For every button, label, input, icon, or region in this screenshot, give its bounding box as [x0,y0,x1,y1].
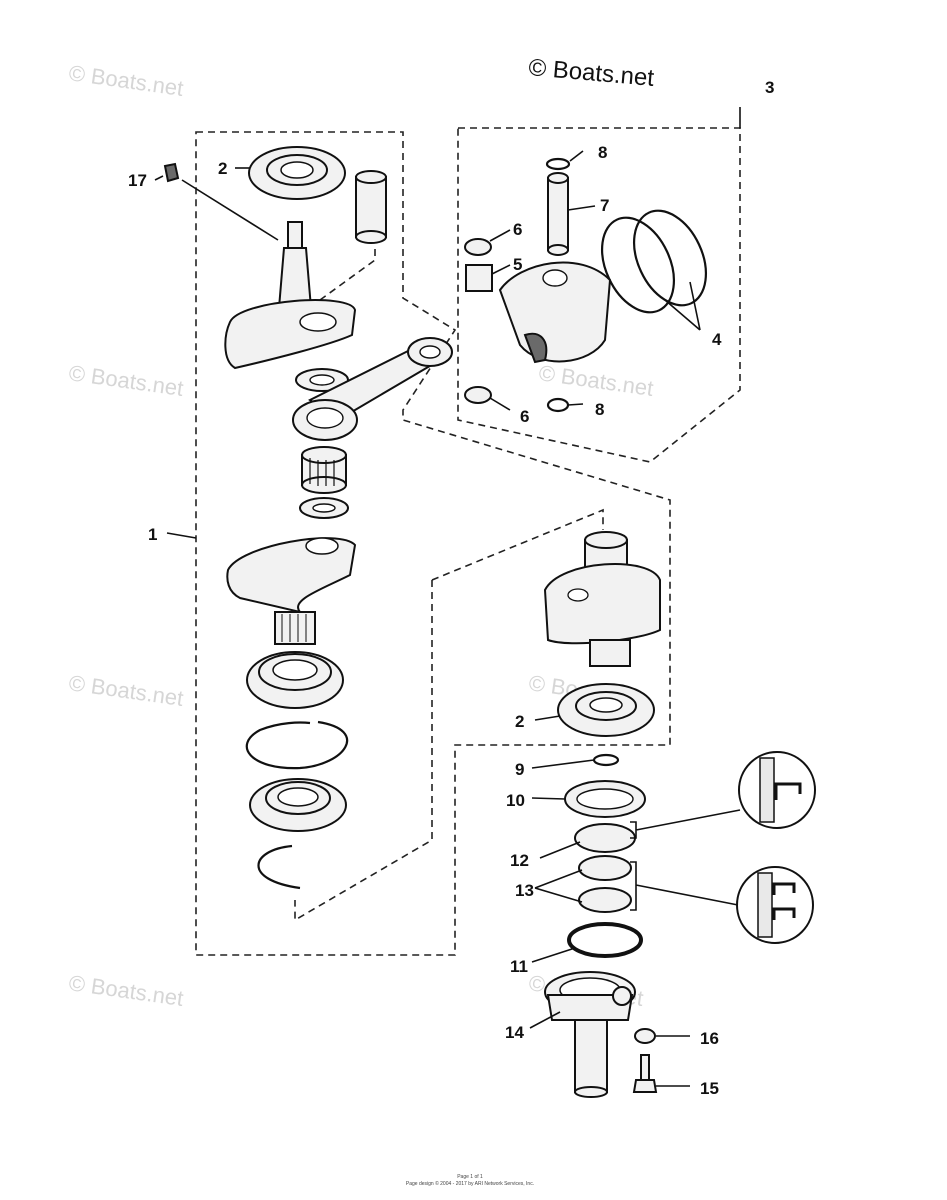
lower-oil-seal [249,778,347,832]
seal-orientation-inset-top [738,751,816,829]
lower-ball-bearing [246,651,344,709]
snap-ring-upper [245,720,349,770]
connecting-rod [292,337,453,441]
callout-16: 16 [700,1029,719,1048]
crankshaft-assembly-boundary [195,131,671,956]
crankpin-sleeve [355,170,387,244]
watermark-3: © Boats.net [537,360,655,401]
watermark-1: © Boats.net [67,60,185,101]
callout-15: 15 [700,1079,719,1098]
callout-7: 7 [600,196,609,215]
footer-page: Page 1 of 1 [457,1174,483,1180]
o-ring-11 [567,922,643,958]
piston-washer-top [464,238,492,256]
footer-copyright: Page design © 2004 - 2017 by ARI Network… [406,1180,534,1187]
wrist-pin-lockring-bottom [546,397,570,413]
watermark-4: © Boats.net [67,670,185,711]
seal-orientation-inset-bottom [736,866,814,944]
o-ring-small [592,753,620,767]
callout-9: 9 [515,760,524,779]
lower-crankshaft-web [226,537,357,645]
snap-ring-lower [257,844,301,890]
watermark-2: © Boats.net [67,360,185,401]
guide-line-a [319,248,376,301]
callout-5: 5 [513,255,522,274]
wrist-pin [547,172,569,256]
piston-assembly-boundary [457,127,741,463]
copyright-label: © Boats.net [527,54,655,92]
callout-6-top: 6 [513,220,522,239]
callout-6-bottom: 6 [520,407,529,426]
callout-3: 3 [765,78,774,97]
inset-bracket-bottom [630,861,739,911]
callout-8-top: 8 [598,143,607,162]
inset-bracket-top [630,809,741,839]
callout-17: 17 [128,171,147,190]
seal-12 [574,823,636,853]
callout-labels: 1 2 2 3 4 5 6 6 7 8 8 9 10 11 12 13 14 1… [128,78,774,1098]
callout-2-bottom: 2 [515,712,524,731]
callout-2-top: 2 [218,159,227,178]
lock-washer [634,1028,656,1044]
main-bearing-top [248,146,346,200]
seal-13-upper [578,855,632,881]
needle-bearing-wristpin [465,264,493,292]
upper-crankshaft [224,221,357,370]
carrier-bolt [632,1054,658,1093]
watermark-6: © Boats.net [67,970,185,1011]
woodruff-key [163,162,180,183]
piston [498,261,612,364]
crankshaft-assembly-right [543,531,661,667]
callout-11: 11 [510,957,528,976]
callout-14: 14 [505,1023,524,1042]
leader-lines [154,107,741,1087]
crankpin-needle-bearing [301,446,347,494]
bearing-carrier [544,971,636,1098]
callout-13: 13 [515,881,534,900]
piston-washer-bottom [464,386,492,404]
callout-12: 12 [510,851,529,870]
seal-13-lower [578,887,632,913]
callout-4: 4 [712,330,722,349]
guide-line-b [431,508,604,581]
main-bearing-lower [557,683,655,737]
guide-line-c [294,580,433,922]
callout-8-bottom: 8 [595,400,604,419]
wrist-pin-lockring-top [545,157,571,171]
callout-1: 1 [148,525,157,544]
callout-10: 10 [506,791,525,810]
